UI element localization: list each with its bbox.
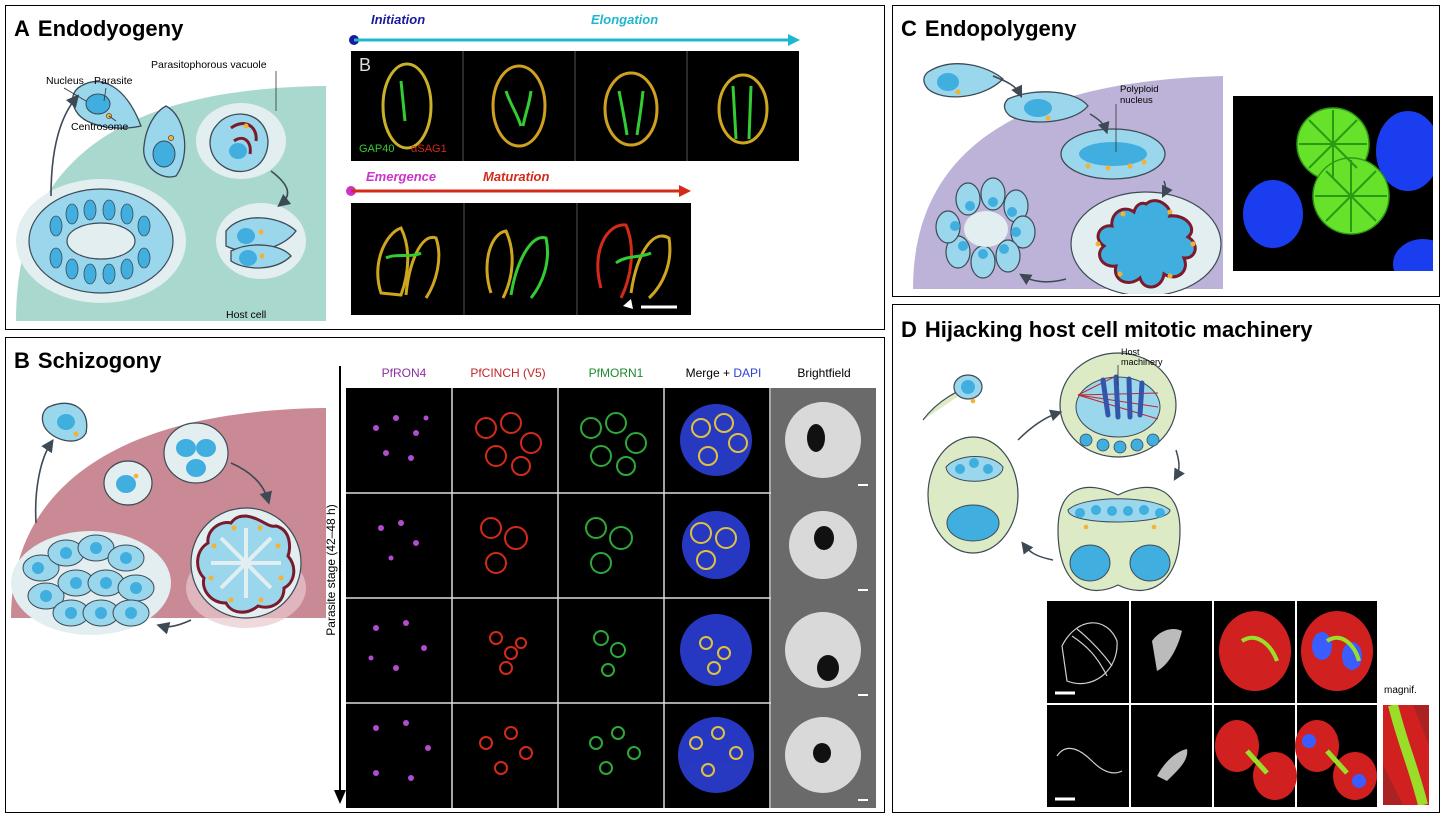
panel-a: A Endodyogeny [5, 5, 885, 330]
schizont-early [163, 422, 229, 484]
label-host: Host [1121, 347, 1140, 357]
budding-stage [1070, 191, 1222, 294]
panel-c-title: C Endopolygeny [901, 16, 1076, 42]
infected-host-cell [927, 436, 1019, 554]
endopolygeny-micrograph [1233, 96, 1433, 271]
magnif-inset [1383, 705, 1429, 805]
col-brightfield: Brightfield [797, 366, 851, 380]
col-dapi-text: DAPI [733, 366, 762, 380]
col-merge-text: Merge + [685, 366, 734, 380]
label-nucleus: Nucleus [46, 75, 84, 87]
arrow-a1 [50, 94, 80, 197]
panel-b-title-text: Schizogony [37, 348, 162, 373]
col-pfron4: PfRON4 [381, 366, 427, 380]
panel-b: B Schizogony [5, 337, 885, 813]
panel-d-title: D Hijacking host cell mitotic machinery [901, 317, 1312, 343]
panel-b-letter: B [14, 348, 30, 373]
label-vacuole: Parasitophorous vacuole [151, 59, 267, 71]
panel-c-letter: C [901, 16, 917, 41]
inset-letter-b: B [359, 55, 372, 75]
panel-c-title-text: Endopolygeny [924, 16, 1077, 41]
col-pfcinch: PfCINCH (V5) [470, 366, 546, 380]
rosette [16, 179, 186, 303]
host-metaphase-cell [1059, 352, 1177, 458]
schizont-segmenting [190, 507, 302, 619]
parasite-stage-axis-arrow [334, 366, 346, 804]
endodyogeny-diagram: Nucleus Parasite Parasitophorous vacuole… [16, 59, 326, 321]
micro-row-bottom [351, 203, 691, 315]
panel-c: C Endopolygeny Polyploid nucleus [892, 5, 1440, 297]
endopolygeny-diagram: Polyploid nucleus [913, 63, 1223, 294]
schizogony-diagram [11, 402, 326, 635]
panel-d: D Hijacking host cell mitotic machinery H… [892, 304, 1440, 813]
label-nucleus-c: nucleus [1120, 95, 1153, 106]
panel-d-letter: D [901, 317, 917, 342]
micro-row-top: B GAP40 αSAG1 [351, 51, 799, 161]
rosette-c [935, 177, 1036, 279]
vacuole-dividing [196, 103, 286, 179]
host-mitosis-diagram: Host machinery [922, 347, 1185, 592]
stage-bar-bottom [346, 185, 691, 197]
stage-elongation: Elongation [591, 12, 659, 27]
stage-maturation: Maturation [483, 169, 550, 184]
parasite-in-host [143, 105, 186, 178]
col-pfmorn1: PfMORN1 [588, 366, 644, 380]
channel-sag1: αSAG1 [411, 143, 447, 155]
growing-parasite [1003, 91, 1089, 123]
trophozoite [103, 460, 153, 506]
panel-a-title-text: Endodyogeny [37, 16, 184, 41]
polyploid-stage [1060, 104, 1166, 180]
free-parasite [71, 81, 142, 129]
two-daughters [216, 203, 306, 279]
merozoite-cluster [11, 531, 171, 635]
label-polyploid: Polyploid [1120, 84, 1159, 95]
free-merozoite [41, 402, 88, 442]
free-tachyzoite [923, 63, 1004, 98]
channel-gap40: GAP40 [359, 143, 395, 155]
label-host-cell: Host cell [226, 309, 266, 321]
col-merge: Merge + DAPI [671, 366, 776, 380]
stage-bar-top [349, 34, 800, 46]
dividing-host-cell [1057, 486, 1181, 592]
panel-d-title-text: Hijacking host cell mitotic machinery [924, 317, 1313, 342]
invading-parasite [953, 374, 983, 404]
arrow-a2 [270, 170, 292, 208]
label-magnif: magnif. [1384, 685, 1417, 696]
panel-a-title: A Endodyogeny [14, 16, 183, 42]
schizogony-image-grid [346, 388, 876, 808]
panel-b-title: B Schizogony [14, 348, 161, 374]
stage-initiation: Initiation [371, 12, 426, 27]
label-machinery: machinery [1121, 357, 1163, 367]
label-parasite: Parasite [94, 75, 133, 87]
stage-emergence: Emergence [366, 169, 437, 184]
mitosis-micrograph-grid [1047, 601, 1377, 807]
label-centrosome: Centrosome [71, 121, 128, 133]
panel-a-letter: A [14, 16, 30, 41]
